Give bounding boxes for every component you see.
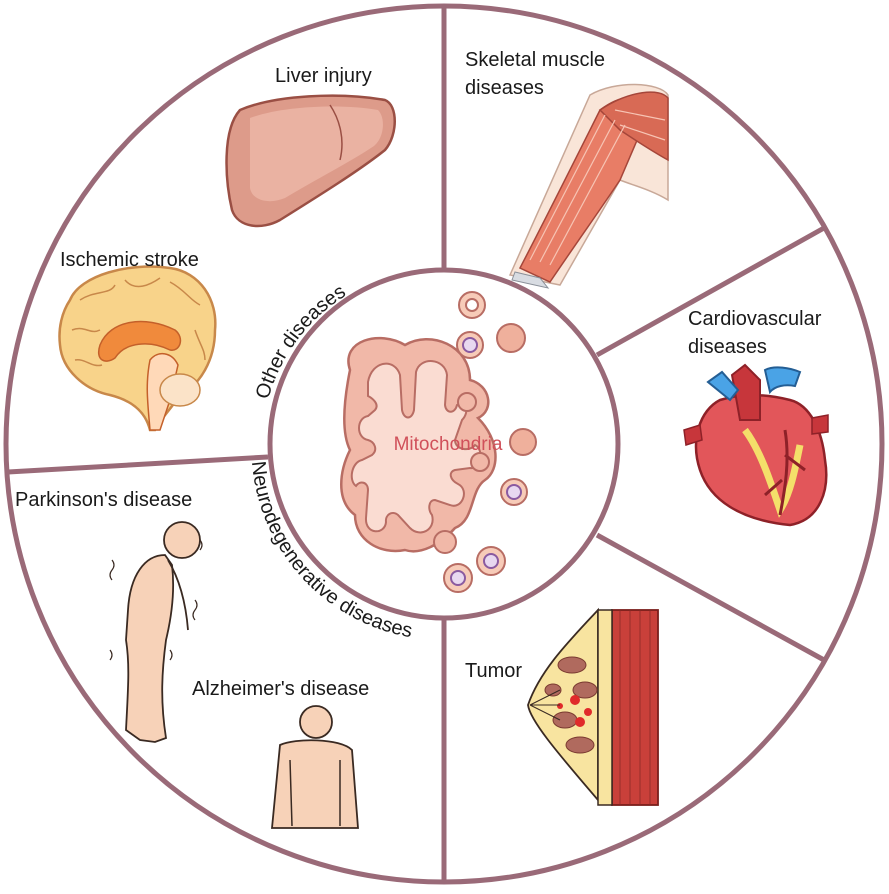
label-liver-injury: Liver injury — [275, 65, 372, 87]
breast-tumor-icon — [527, 607, 659, 806]
label-cardiovascular-line1: Cardiovascular — [688, 308, 822, 330]
alzheimer-figure-icon — [271, 705, 359, 829]
liver-icon — [225, 94, 396, 228]
label-parkinsons: Parkinson's disease — [15, 489, 193, 511]
sector-dividers — [7, 6, 826, 882]
label-ischemic-stroke: Ischemic stroke — [60, 249, 199, 271]
center-label: Mitochondria — [394, 434, 503, 455]
vesicles — [443, 291, 537, 593]
parkinson-figure-icon — [109, 521, 203, 743]
label-cardiovascular-line2: diseases — [688, 336, 767, 358]
arm-muscle-icon — [508, 83, 669, 289]
brain-icon — [58, 265, 217, 432]
label-alzheimers: Alzheimer's disease — [192, 678, 370, 700]
label-tumor: Tumor — [465, 660, 523, 682]
label-skeletal-muscle-line2: diseases — [465, 77, 544, 99]
mitochondrion-icon — [340, 336, 497, 554]
heart-icon — [683, 363, 829, 527]
label-skeletal-muscle-line1: Skeletal muscle — [465, 49, 606, 71]
